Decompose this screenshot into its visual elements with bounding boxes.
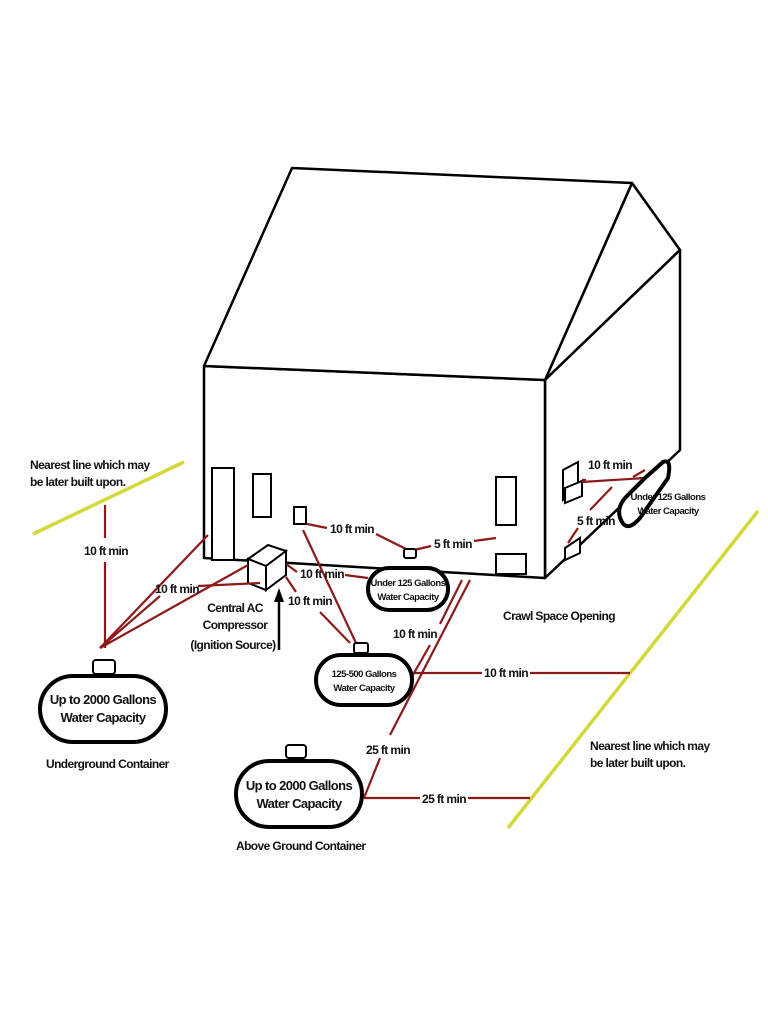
vent-opening [293,506,307,525]
distance-house-mid-label: 10 ft min [393,627,437,641]
distance-ac-small-label: 10 ft min [300,567,344,581]
front-window-left [252,473,272,518]
distance-small-door-label: 5 ft min [434,537,472,551]
tank-above-ground: Up to 2000 Gallons Water Capacity [234,744,364,829]
nearest-line-left-line2: be later built upon. [30,475,126,489]
tank-mid-line1: 125-500 Gallons [332,669,397,680]
distance-left-line-label: 10 ft min [84,544,128,558]
ac-label-line2: Compressor [203,618,269,632]
nearest-line-left-line1: Nearest line which may [30,458,150,472]
tank-underground: Up to 2000 Gallons Water Capacity [38,659,168,744]
house-front-wall [202,364,547,580]
distance-above-house-label: 25 ft min [366,743,410,757]
tank-small-side: Under 125 Gallons Water Capacity [617,459,706,529]
distance-underground-label: 10 ft min [155,582,199,596]
nearest-line-right [506,509,760,830]
above-ground-container-label: Above Ground Container [236,839,366,853]
tank-small-side-line1: Under 125 Gallons [631,492,706,503]
side-vent [564,479,583,505]
tank-mid-line2: Water Capacity [333,683,395,694]
valve-icon [353,642,369,654]
valve-icon [403,548,417,559]
distance-lines [99,469,646,800]
tank-mid: 125-500 Gallons Water Capacity [314,642,414,707]
tank-small-side-line2: Water Capacity [637,506,699,517]
arrow-head-icon [274,588,284,602]
distance-mid-line-label: 10 ft min [484,666,528,680]
tank-small-front: Under 125 Gallons Water Capacity [366,548,450,612]
ac-compressor [245,543,289,592]
underground-container-label: Underground Container [46,757,170,771]
tank-underground-line2: Water Capacity [60,710,146,725]
distance-ac-mid-label: 10 ft min [288,594,332,608]
valve-icon [285,744,307,759]
nearest-line-right-line2: be later built upon. [590,756,686,770]
house-roof-front [202,166,634,382]
nearest-line-left [32,460,185,536]
distance-window-small-label: 10 ft min [330,522,374,536]
front-window-right [495,476,517,526]
crawl-space-label: Crawl Space Opening [503,609,615,623]
tank-underground-line1: Up to 2000 Gallons [50,692,157,707]
ac-label-line1: Central AC [207,601,263,615]
front-door [211,467,235,561]
side-door [564,536,581,562]
tank-above-line1: Up to 2000 Gallons [246,778,353,793]
valve-icon [92,659,116,675]
distance-above-line-label: 25 ft min [422,792,466,806]
tank-small-front-line2: Water Capacity [377,592,439,603]
distance-side-low-label: 5 ft min [577,514,615,528]
house [202,166,682,580]
ac-label-line3: (Ignition Source) [190,638,276,652]
crawl-space-opening [495,553,527,575]
tank-small-front-line1: Under 125 Gallons [371,578,446,589]
nearest-line-right-line1: Nearest line which may [590,739,710,753]
distance-side-top-label: 10 ft min [588,458,632,472]
tank-above-line2: Water Capacity [256,796,342,811]
